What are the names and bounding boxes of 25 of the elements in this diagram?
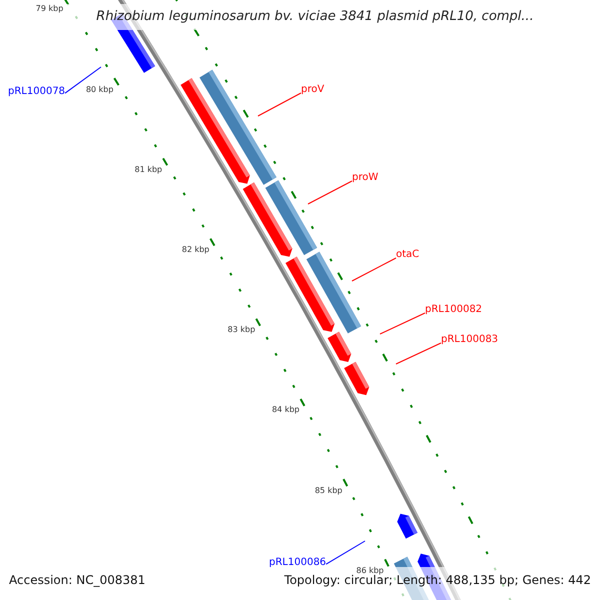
scale-label: 85 kbp (314, 486, 342, 496)
gene-label: proW (352, 172, 378, 184)
gene-label: pRL100078 (8, 86, 66, 98)
leader-line (308, 180, 352, 204)
leader-line (64, 66, 102, 94)
gene-label: pRL100083 (441, 334, 498, 346)
leader-line (352, 258, 396, 282)
title: Rhizobium leguminosarum bv. viciae 3841 plasmid pRL10, compl... (95, 8, 534, 26)
gene-label: proV (301, 84, 324, 96)
accession-text: Accession: NC_008381 (9, 573, 146, 587)
scale-label: 79 kbp (36, 4, 64, 14)
leader-line (258, 92, 302, 116)
gene-label: pRL100086 (269, 557, 326, 569)
scale-label: 80 kbp (86, 84, 114, 95)
scale-label: 86 kbp (356, 566, 384, 575)
scale-label: 84 kbp (272, 405, 300, 416)
gene-label: pRL100082 (425, 304, 482, 316)
scale-label: 83 kbp (228, 325, 256, 336)
gene-label: otaC (396, 249, 420, 261)
scale-label: 82 kbp (182, 245, 210, 256)
leader-line (396, 342, 442, 364)
summary-text: Topology: circular; Length: 488,135 bp; Genes: 442 (284, 573, 591, 587)
leader-line (326, 540, 366, 565)
leader-line (380, 312, 426, 334)
scale-label: 81 kbp (134, 164, 162, 175)
